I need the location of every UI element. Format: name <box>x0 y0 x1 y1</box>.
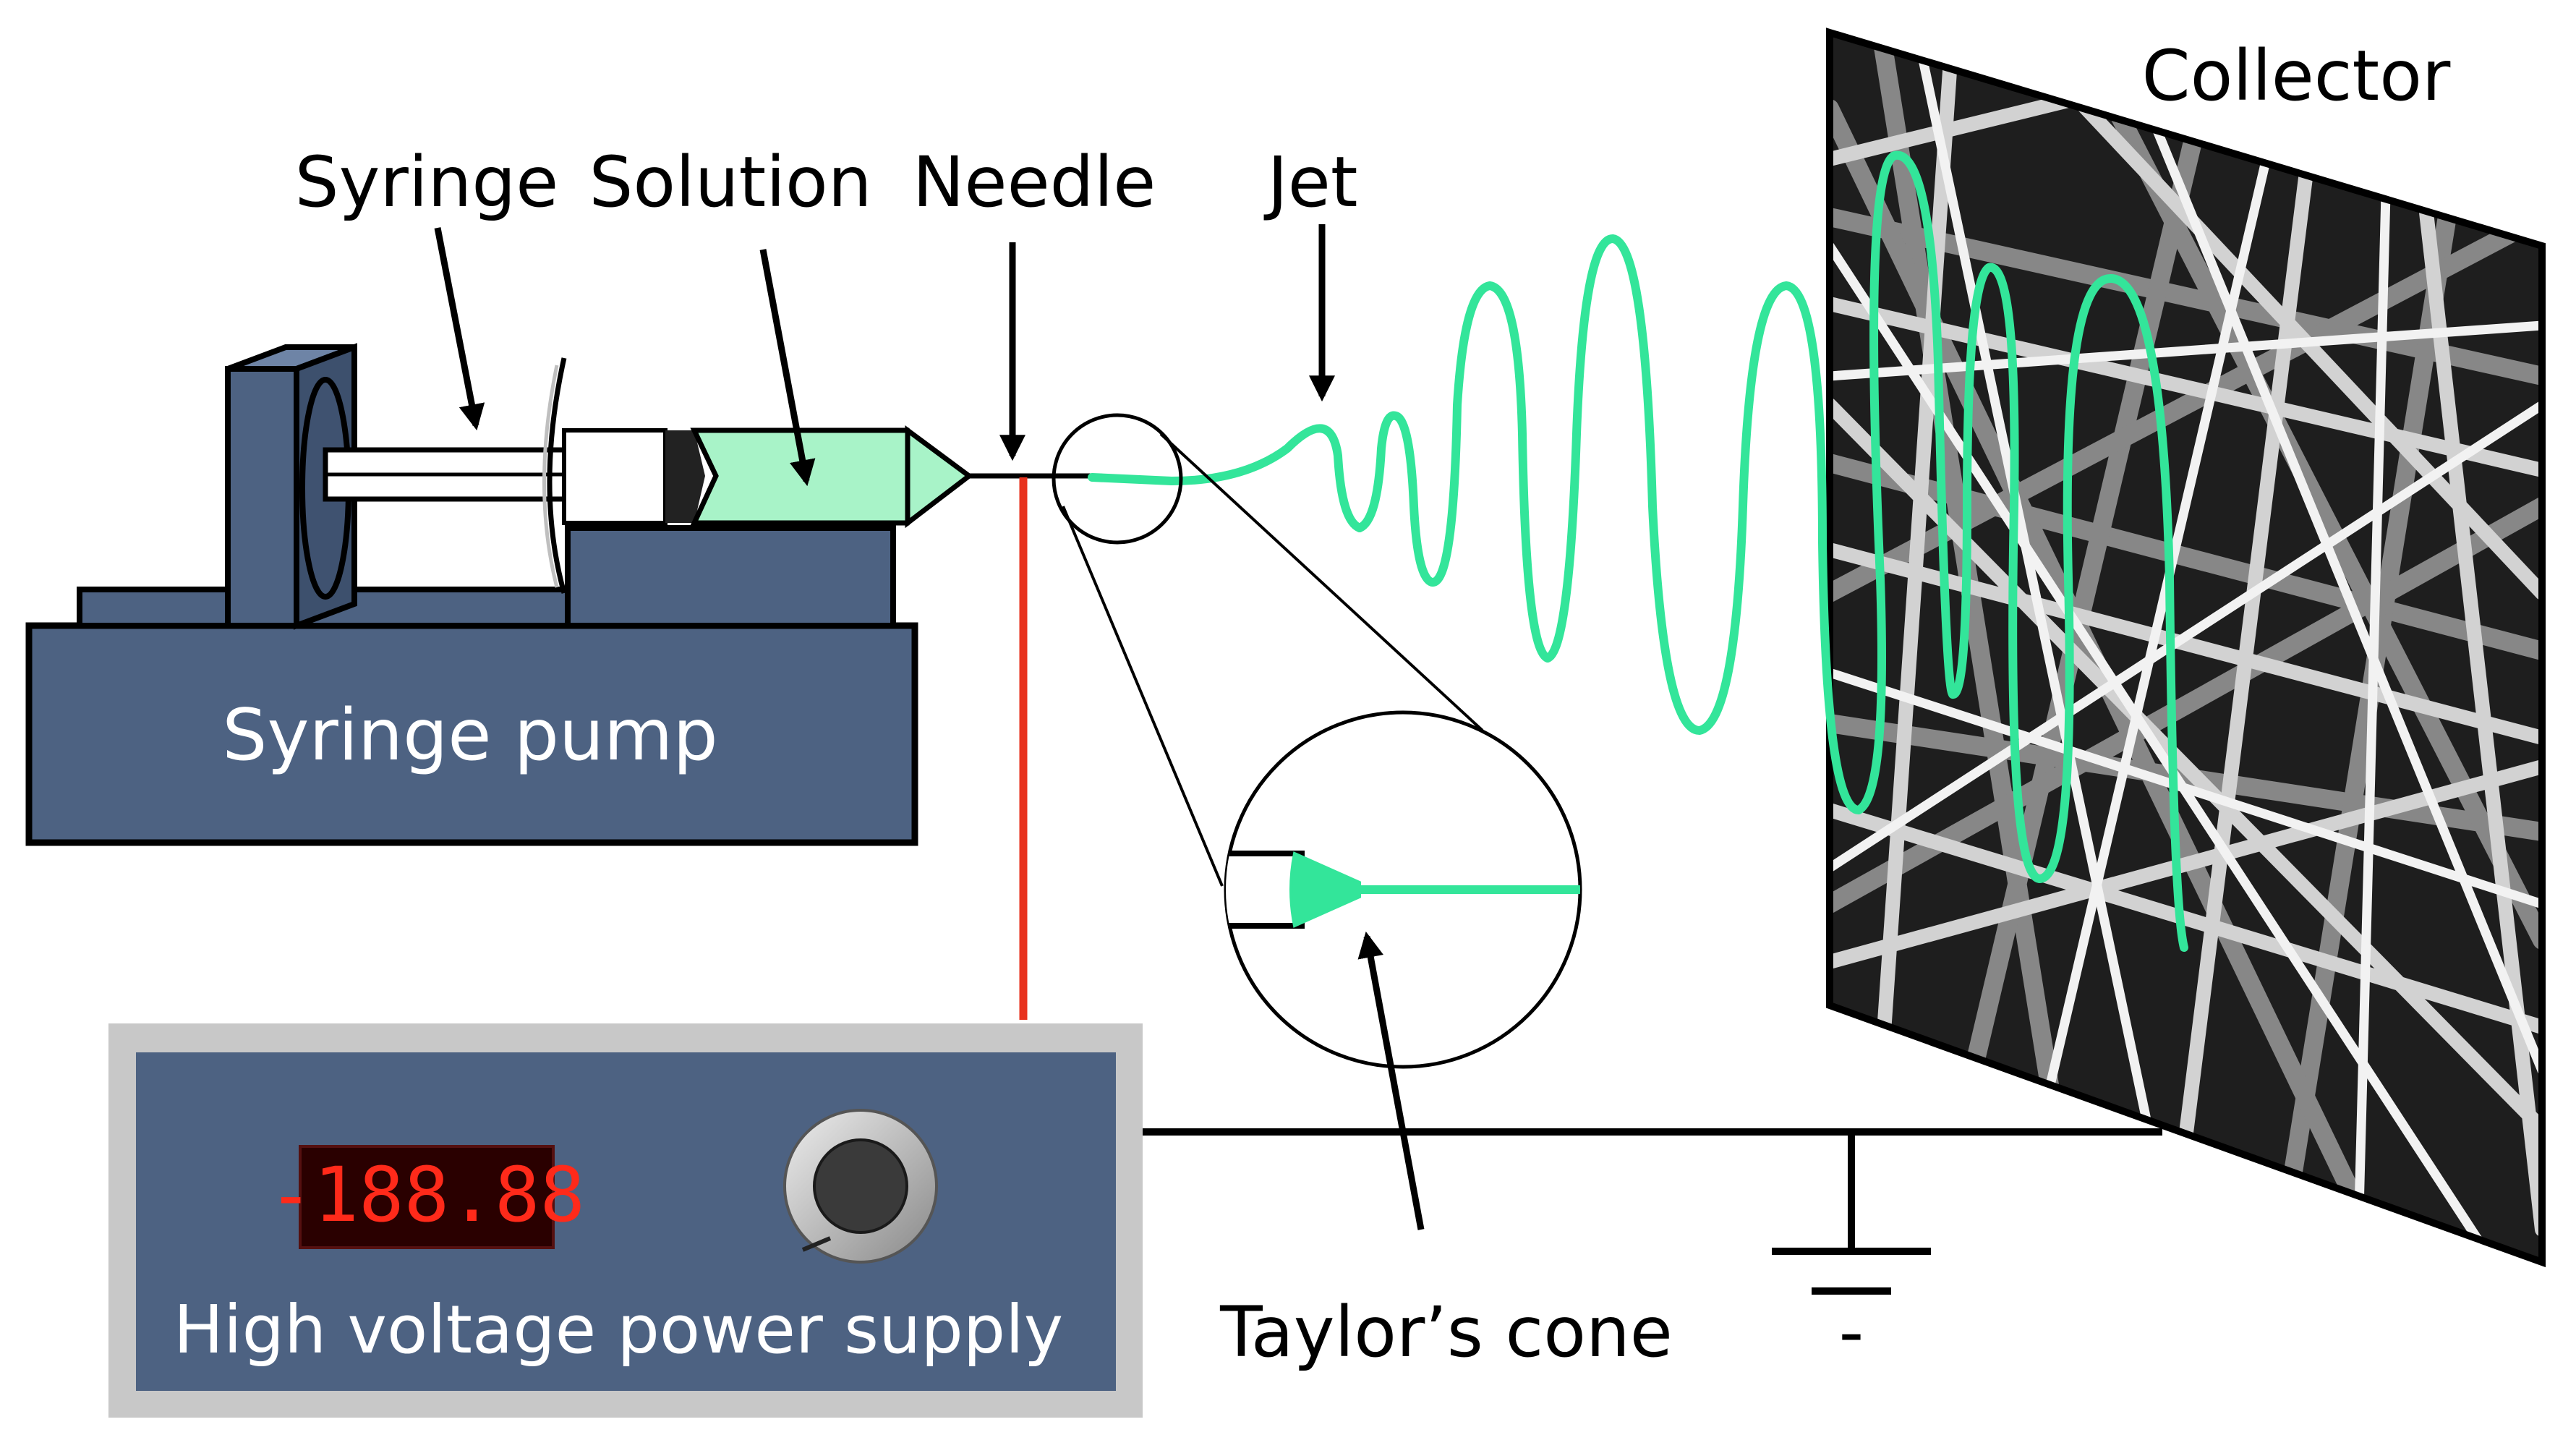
syringe-pump <box>25 343 918 846</box>
power-supply-label: High voltage power supply <box>174 1291 1063 1368</box>
syringe-pump-label: Syringe pump <box>222 694 717 777</box>
needle-label: Needle <box>913 142 1156 223</box>
taylors-cone-zoom <box>1226 851 1580 929</box>
taylors-cone-arrow <box>1357 931 1425 1230</box>
solution-label: Solution <box>589 142 871 223</box>
collector-label: Collector <box>2142 35 2451 116</box>
ground-icon <box>1772 1248 1931 1295</box>
collector <box>1826 27 2546 1268</box>
ground-wire <box>1143 1128 2162 1251</box>
solution-arrow <box>759 249 816 487</box>
magnifier-callout <box>1052 413 1582 1069</box>
syringe-arrow <box>434 227 485 431</box>
jet <box>1088 150 2188 952</box>
voltage-dial-icon[interactable] <box>783 1109 938 1264</box>
voltage-readout: -188.88 <box>268 1151 585 1239</box>
solution <box>690 425 973 529</box>
jet-label: Jet <box>1263 142 1357 223</box>
syringe <box>323 357 705 594</box>
nanofiber-mat-icon <box>1830 33 2542 1262</box>
taylors-cone-label: Taylor’s cone <box>1219 1292 1673 1373</box>
ground-minus-sign: - <box>1839 1292 1864 1373</box>
syringe-label: Syringe <box>295 142 559 223</box>
power-supply <box>108 1023 1143 1418</box>
voltage-display <box>299 1145 555 1249</box>
